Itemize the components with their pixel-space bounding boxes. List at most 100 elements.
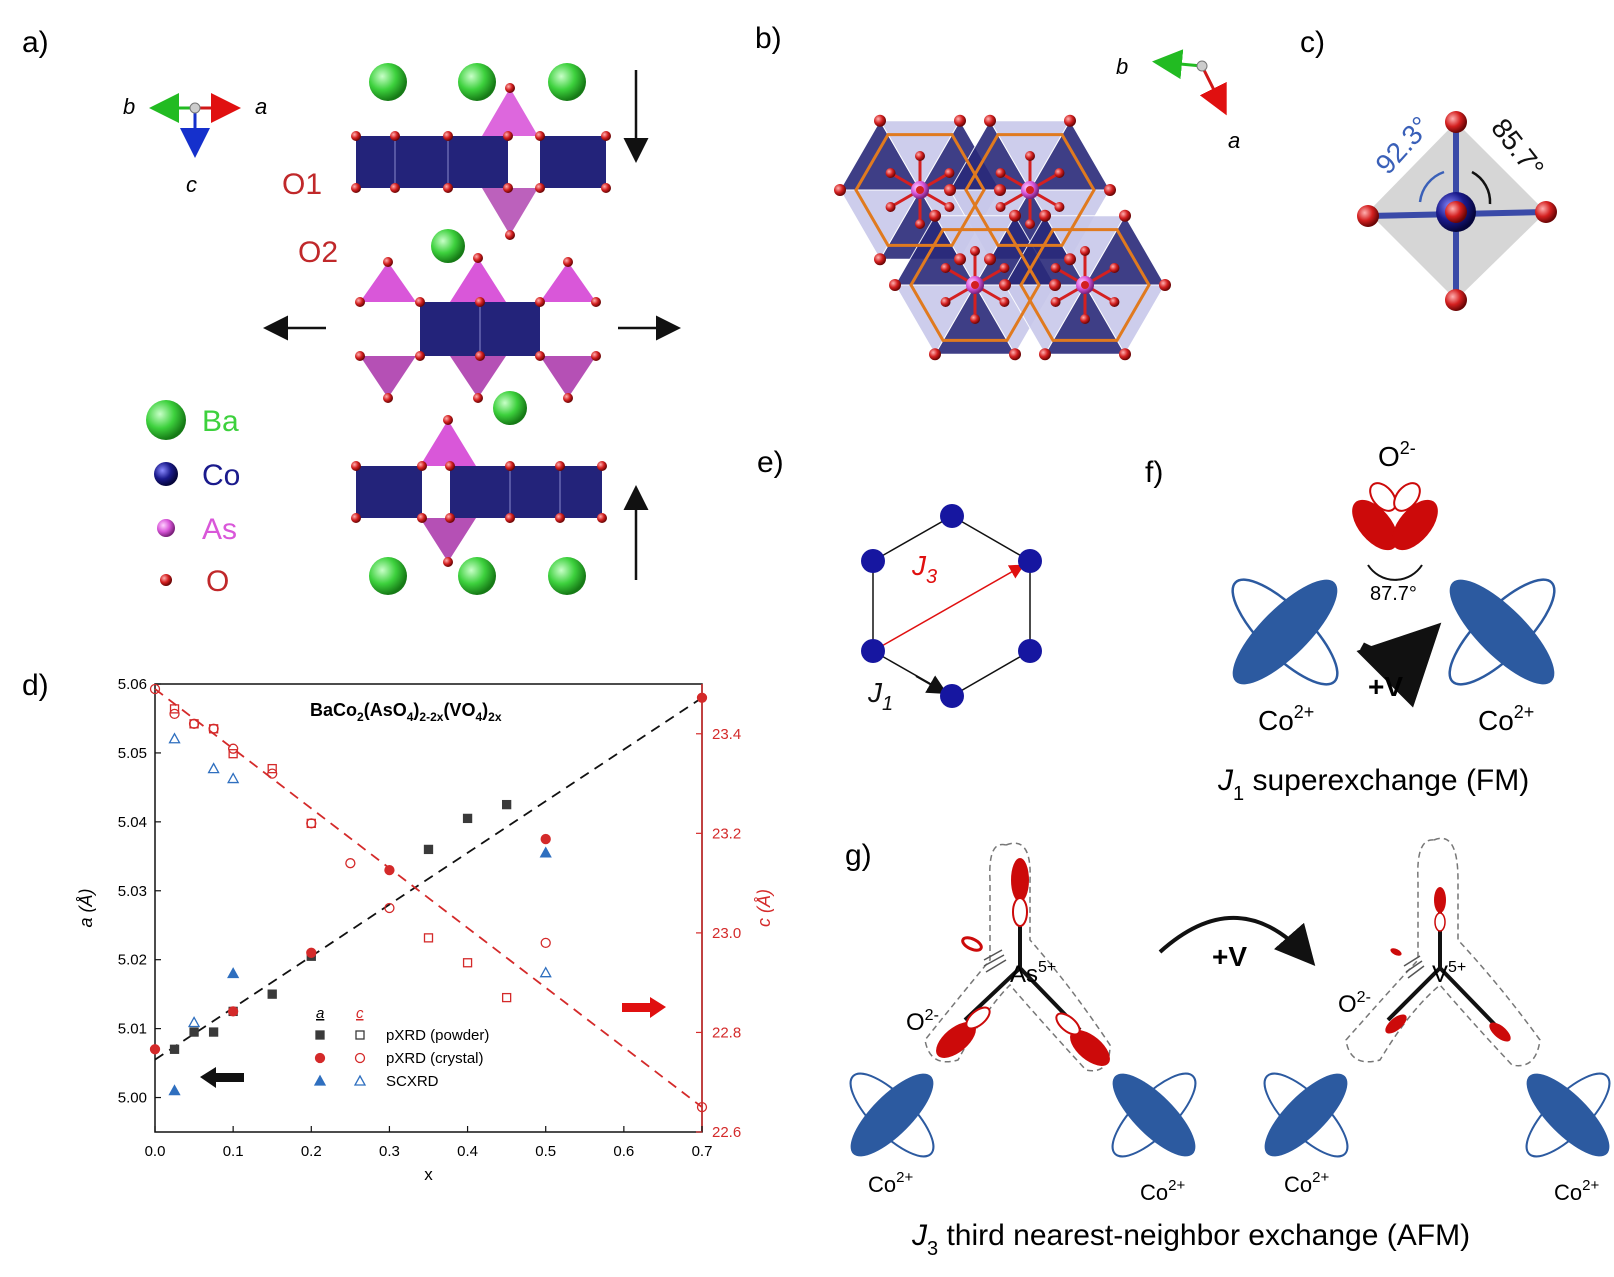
legend-marker: [354, 1052, 366, 1064]
data-point: [696, 692, 708, 703]
panel-a-legend: Ba Co As O: [146, 400, 240, 598]
data-point: [188, 718, 200, 729]
axis-label-a: a: [255, 94, 267, 119]
label-co-right-f: Co2+: [1478, 702, 1534, 736]
data-point: [168, 732, 181, 744]
oxygen-atom: [1054, 202, 1065, 212]
fit-line-c: [154, 688, 703, 1108]
caption-j1: J1 superexchange (FM): [1217, 764, 1529, 805]
oxygen-atom: [1025, 219, 1035, 229]
label-co-g2: Co2+: [1140, 1177, 1185, 1205]
legend-o: O: [206, 565, 229, 598]
data-point: [208, 1027, 219, 1037]
oxygen-atom: [1054, 168, 1065, 178]
data-point: [539, 846, 552, 858]
panel-b-axes: b a: [1116, 49, 1240, 153]
label-o-ion-f: O2-: [1378, 438, 1416, 472]
panel-label-c: c): [1300, 26, 1325, 59]
label-o1: O1: [282, 168, 322, 201]
oxygen-atom: [915, 151, 925, 161]
legend-label: pXRD (powder): [386, 1027, 489, 1044]
data-point: [168, 1084, 181, 1096]
panel-f-orbitals: [1231, 482, 1556, 708]
data-point: [227, 743, 239, 754]
x-tick-label: 0.7: [692, 1143, 713, 1160]
data-point: [696, 1101, 708, 1113]
data-point: [149, 683, 161, 695]
label-plus-v-f: +V: [1368, 671, 1403, 702]
legend-co: Co: [202, 459, 240, 492]
x-tick-label: 0.1: [223, 1143, 244, 1160]
legend-marker: [314, 1052, 326, 1064]
oxygen-atom: [1159, 279, 1171, 291]
oxygen-atom: [1119, 348, 1131, 361]
caption-j3: J3 third nearest-neighbor exchange (AFM): [911, 1219, 1470, 1260]
label-plus-v-g: +V: [1212, 941, 1247, 972]
legend-header-c: c: [356, 1005, 364, 1022]
data-point: [345, 858, 356, 869]
data-point: [423, 933, 434, 943]
legend-marker: [313, 1074, 327, 1086]
octahedron-face: [1084, 214, 1166, 286]
oxygen-atom: [944, 168, 955, 178]
oxygen-atom: [1009, 209, 1021, 222]
x-tick-label: 0.5: [535, 1143, 556, 1160]
oxygen-atom: [1039, 209, 1051, 222]
chart-title: BaCo2(AsO4)2-2x(VO4)2x: [310, 700, 502, 724]
legend-marker: [315, 1030, 325, 1040]
oxygen-atom: [1080, 314, 1090, 324]
oxygen-atom: [995, 168, 1006, 178]
label-j3: J3: [911, 550, 937, 588]
oxygen-atom: [1064, 114, 1076, 127]
oxygen-atom: [885, 202, 896, 212]
data-point: [501, 799, 512, 810]
data-point: [169, 704, 180, 714]
arsenic-center: [1081, 281, 1089, 289]
legend-label: pXRD (crystal): [386, 1050, 484, 1067]
arrow-right-axis: [622, 997, 666, 1018]
y-right-tick-label: 23.0: [712, 925, 741, 942]
honeycomb-cell: [1019, 228, 1151, 342]
label-co-g3: Co2+: [1284, 1169, 1329, 1197]
oxygen-atom: [1104, 184, 1116, 196]
data-point: [267, 768, 278, 779]
octahedron-face: [1029, 119, 1111, 191]
label-o2: O2: [298, 236, 338, 269]
oxygen-atom: [954, 253, 966, 266]
oxygen-atom: [999, 279, 1011, 291]
oxygen-atom: [999, 263, 1010, 273]
data-point: [462, 958, 473, 968]
label-as-ion: As5+: [1010, 959, 1056, 988]
oxygen-atom: [929, 209, 941, 222]
panel-label-e: e): [757, 446, 784, 479]
data-point: [267, 763, 277, 774]
oxygen-atom: [970, 246, 980, 256]
y-left-tick-label: 5.06: [118, 676, 147, 693]
oxygen-atom: [915, 219, 925, 229]
oxygen-atom: [940, 297, 951, 307]
axis-label-b-2: b: [1116, 54, 1128, 79]
oxygen-atom: [874, 253, 886, 266]
y-right-tick-label: 23.4: [712, 726, 741, 743]
oxygen-atom: [1064, 253, 1076, 266]
oxygen-atom: [1109, 297, 1120, 307]
label-j1: J1: [867, 677, 893, 715]
data-point: [540, 937, 551, 948]
y-left-tick-label: 5.04: [118, 814, 147, 831]
data-point: [208, 723, 219, 734]
oxygen-atom: [944, 184, 956, 196]
y-right-tick-label: 22.6: [712, 1124, 741, 1141]
label-o-ion-g2: O2-: [1338, 989, 1371, 1018]
legend-label: SCXRD: [386, 1073, 439, 1090]
data-point: [462, 813, 473, 824]
data-point: [228, 749, 238, 759]
oxygen-atom: [994, 184, 1006, 196]
data-point: [267, 989, 277, 999]
y-left-tick-label: 5.05: [118, 745, 147, 762]
oxygen-atom: [1050, 263, 1061, 273]
oxygen-atom: [1109, 263, 1120, 273]
data-point: [207, 762, 220, 774]
panel-e-hexagon: [861, 504, 1042, 708]
y-right-axis-label: c (Å): [754, 889, 774, 927]
